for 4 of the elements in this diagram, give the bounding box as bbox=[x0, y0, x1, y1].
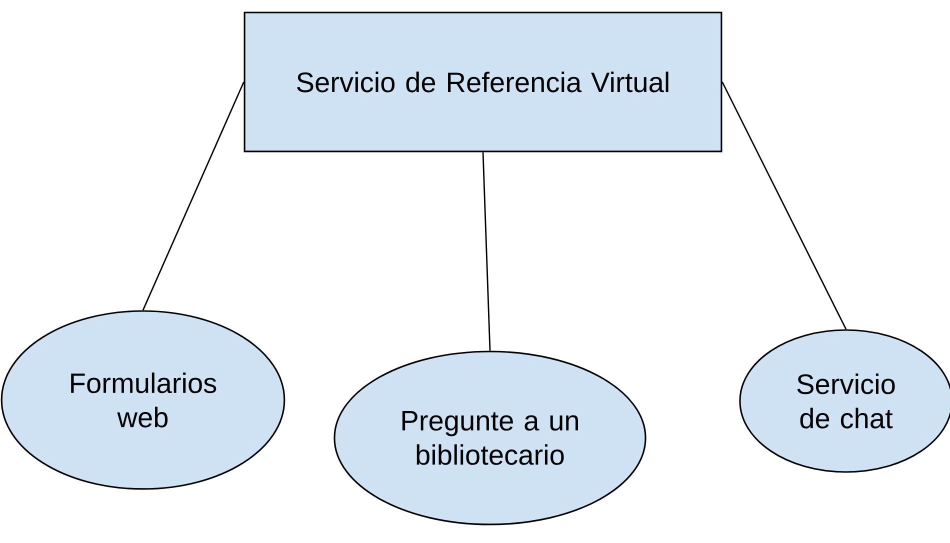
connector-line bbox=[722, 82, 847, 330]
connector-line bbox=[142, 82, 244, 310]
connector-line bbox=[482, 152, 491, 351]
title-box: Servicio de Referencia Virtual bbox=[244, 12, 722, 152]
